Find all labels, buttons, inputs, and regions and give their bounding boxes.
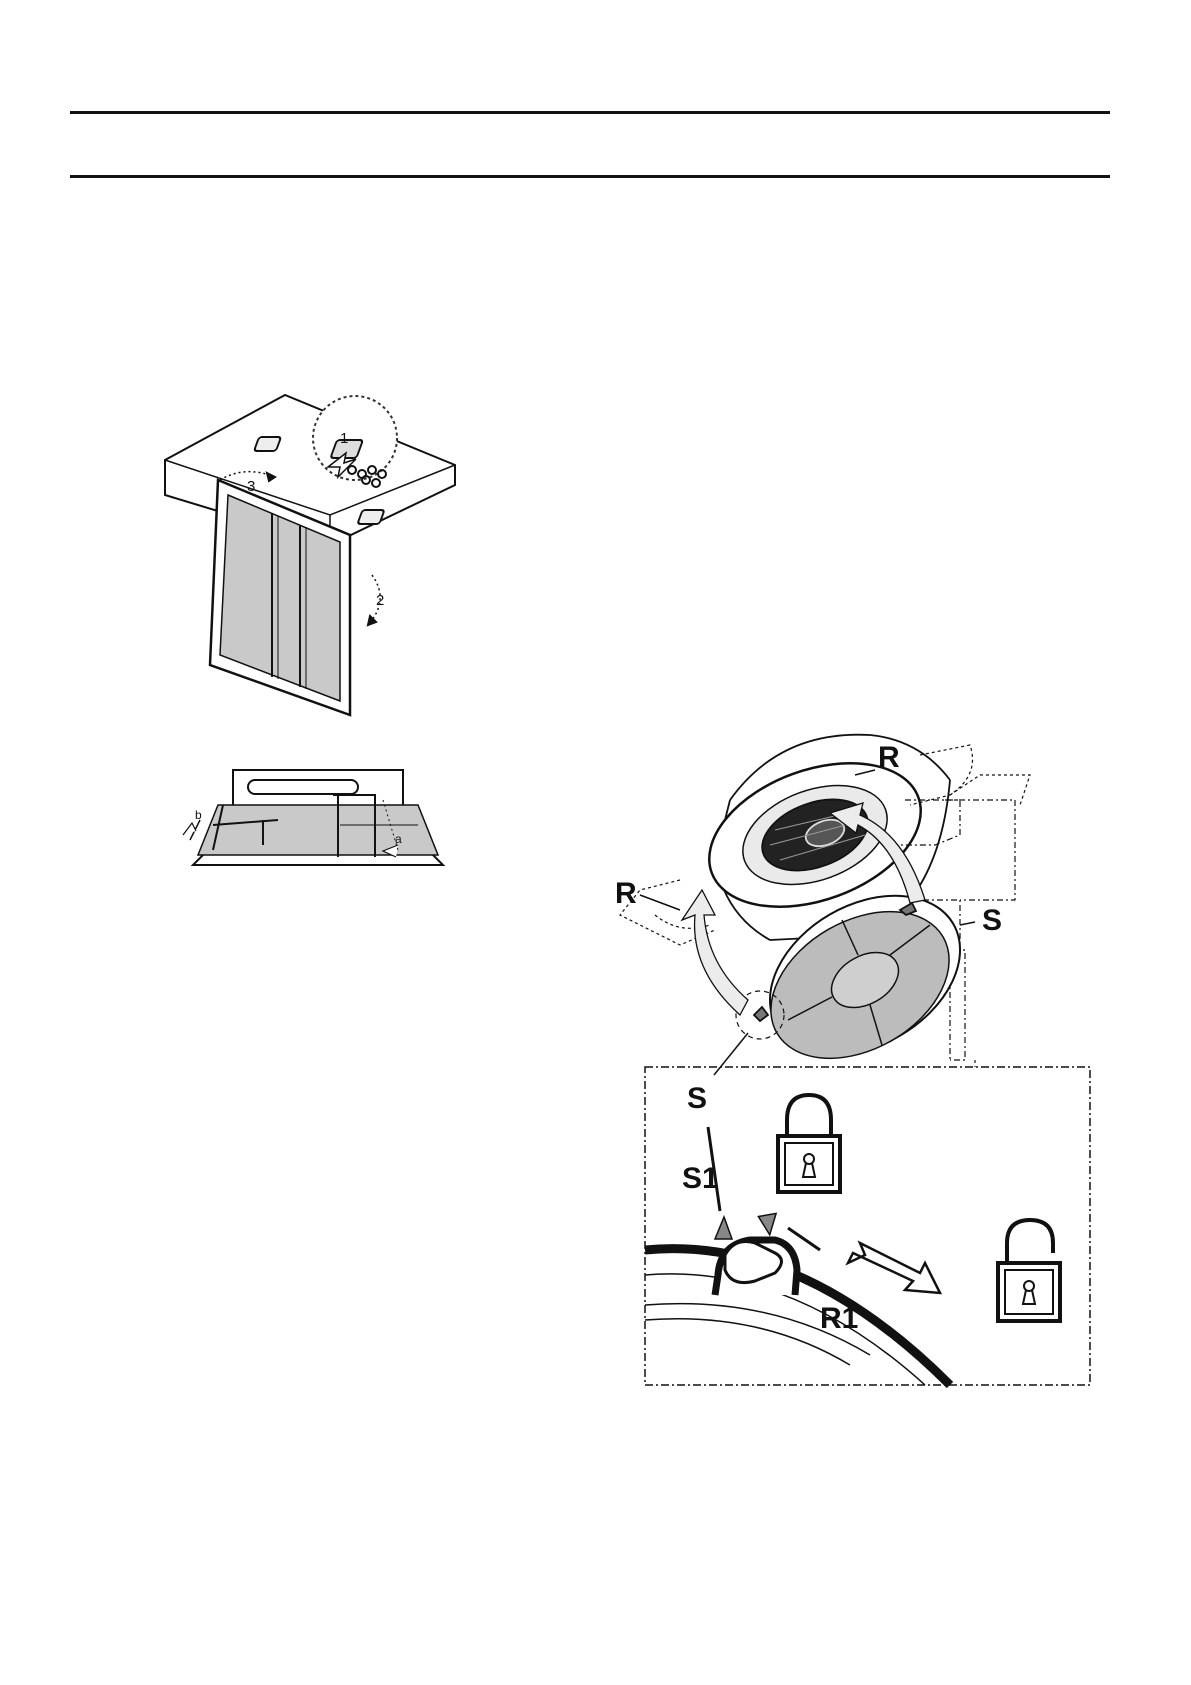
label-r-left: R <box>615 877 637 910</box>
label-s-bottom: S <box>687 1082 707 1115</box>
step-label-3: 3 <box>247 478 255 495</box>
figure-grease-filter-removal: 1 2 3 <box>150 385 470 725</box>
clip-label-b: b <box>195 808 202 822</box>
figure-filter-clips: a b <box>178 765 448 875</box>
header-rule-top <box>70 111 1110 114</box>
label-s1: S1 <box>682 1162 719 1195</box>
label-r1: R1 <box>820 1302 858 1335</box>
step-label-1: 1 <box>340 430 348 447</box>
figure-carbon-filter: R R S S S1 R1 <box>620 715 1100 1395</box>
label-s-right: S <box>982 904 1002 937</box>
label-r-top: R <box>878 741 900 774</box>
header-rule-bottom <box>70 175 1110 178</box>
clip-label-a: a <box>395 832 402 846</box>
step-label-2: 2 <box>376 592 384 609</box>
